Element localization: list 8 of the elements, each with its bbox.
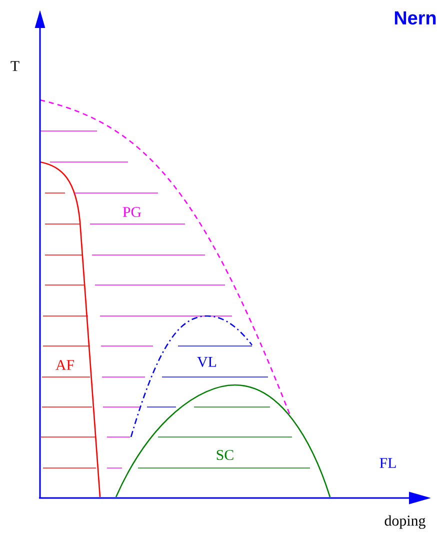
region-label: PG bbox=[122, 206, 142, 218]
axis-label: T bbox=[10, 61, 20, 71]
title: Nern bbox=[394, 11, 436, 25]
region-label: FL bbox=[380, 458, 396, 468]
region-label: AF bbox=[56, 360, 74, 370]
region-label: SC bbox=[216, 450, 234, 460]
axis-label: doping bbox=[384, 515, 426, 529]
region-label: VL bbox=[197, 357, 216, 367]
